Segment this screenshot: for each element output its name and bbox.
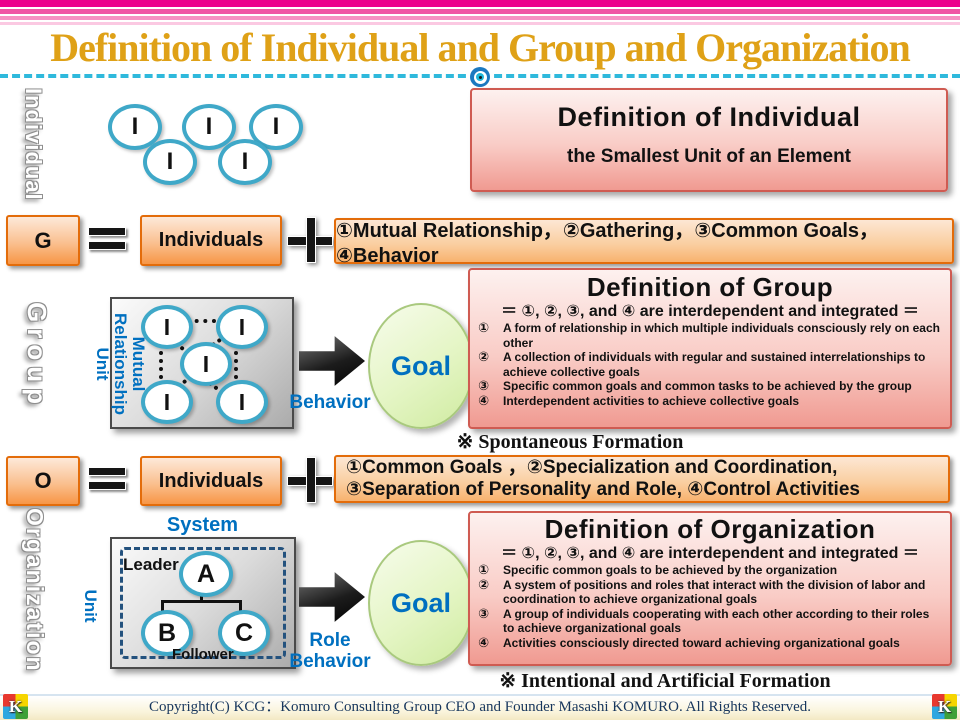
follower-node: C bbox=[218, 610, 270, 656]
target-icon bbox=[470, 67, 490, 87]
page-title: Definition of Individual and Group and O… bbox=[50, 25, 911, 70]
group-components-box: ①Mutual Relationship，②Gathering，③Common … bbox=[334, 218, 954, 267]
organization-definition-item: ① Specific common goals to be achieved b… bbox=[478, 562, 838, 577]
equals-icon bbox=[88, 467, 126, 490]
behavior-label: Behavior bbox=[289, 392, 371, 413]
organization-definition-item: ② A system of positions and roles that i… bbox=[478, 576, 926, 606]
individual-letter: I bbox=[272, 113, 280, 140]
individual-circle: I bbox=[249, 104, 303, 150]
group-definition-item: ② A collection of individuals with regul… bbox=[478, 349, 926, 379]
individual-definition-title: Definition of Individual bbox=[557, 102, 861, 132]
org-tree-line bbox=[161, 600, 242, 603]
organization-definition-item: ④ Activities consciously directed toward… bbox=[478, 634, 900, 650]
org-components-box: ①Common Goals ，②Specialization and Coord… bbox=[334, 455, 950, 503]
organization-definition-title: Definition of Organization bbox=[544, 514, 876, 544]
individual-letter: I bbox=[241, 148, 249, 175]
mutual-relationship-unit-label: Mutual Relationship Unit bbox=[93, 312, 148, 415]
header-stripes bbox=[0, 0, 960, 26]
g-box: G bbox=[6, 215, 80, 266]
leader-label: Leader bbox=[123, 555, 179, 574]
individuals-box: Individuals bbox=[140, 456, 282, 506]
group-definition-card: Definition of Group ＝ ①, ②, ③, and ④ are… bbox=[468, 268, 952, 429]
group-member-circle: I bbox=[141, 305, 193, 349]
follower-node: B bbox=[141, 610, 193, 656]
system-label: System bbox=[166, 514, 239, 536]
target-icon-inner bbox=[476, 73, 484, 81]
individual-letter: I bbox=[205, 113, 213, 140]
individuals-box: Individuals bbox=[140, 215, 282, 266]
group-definition-subtitle: ＝ ①, ②, ③, and ④ are interdependent and … bbox=[501, 303, 919, 320]
group-definition-item: ① A form of relationship in which multip… bbox=[478, 320, 940, 350]
leader-node: A bbox=[179, 551, 233, 597]
group-member-circle: I bbox=[141, 380, 193, 424]
group-definition-item: ④ Interdependent activities to achieve c… bbox=[478, 392, 800, 408]
target-icon-ring bbox=[473, 70, 487, 84]
organization-section-label: Organization bbox=[22, 508, 48, 673]
role-behavior-label: Role Behavior bbox=[289, 630, 371, 672]
individual-definition-card: Definition of Individual the Smallest Un… bbox=[470, 88, 948, 192]
copyright-text: Copyright(C) KCG：Komuro Consulting Group… bbox=[148, 699, 812, 715]
target-icon-dot bbox=[478, 75, 482, 79]
group-goal-ellipse: Goal bbox=[368, 303, 474, 429]
dotted-link bbox=[159, 343, 163, 379]
kcg-logo-icon: K bbox=[3, 694, 28, 719]
individual-definition-subtitle: the Smallest Unit of an Element bbox=[567, 146, 851, 167]
org-tree-line bbox=[161, 600, 164, 613]
dotted-link bbox=[186, 319, 216, 323]
group-member-circle: I bbox=[180, 342, 232, 386]
individual-letter: I bbox=[166, 148, 174, 175]
unit-label: Unit bbox=[81, 589, 100, 623]
individual-section-label: Individual bbox=[21, 88, 46, 201]
group-member-circle: I bbox=[216, 305, 268, 349]
o-box: O bbox=[6, 456, 80, 506]
spontaneous-formation-note: ※ Spontaneous Formation bbox=[456, 431, 684, 453]
group-member-circle: I bbox=[216, 380, 268, 424]
plus-icon bbox=[287, 217, 333, 263]
behavior-arrow-icon bbox=[299, 336, 365, 386]
individual-circle: I bbox=[218, 139, 272, 185]
individual-letter: I bbox=[131, 113, 139, 140]
footer-bar bbox=[0, 694, 960, 720]
system-dashed-boundary bbox=[120, 547, 286, 659]
group-definition-title: Definition of Group bbox=[586, 272, 834, 302]
individual-circle: I bbox=[182, 104, 236, 150]
organization-definition-subtitle: ＝ ①, ②, ③, and ④ are interdependent and … bbox=[501, 545, 919, 562]
org-tree-line bbox=[239, 600, 242, 613]
organization-goal-ellipse: Goal bbox=[368, 540, 474, 666]
equals-icon bbox=[88, 227, 126, 250]
individual-circle: I bbox=[143, 139, 197, 185]
kcg-logo-icon: K bbox=[932, 694, 957, 719]
individual-circle: I bbox=[108, 104, 162, 150]
organization-definition-card: Definition of Organization ＝ ①, ②, ③, an… bbox=[468, 511, 952, 666]
organization-definition-item: ③ A group of individuals cooperating wit… bbox=[478, 605, 930, 635]
dotted-link bbox=[234, 343, 238, 379]
plus-icon bbox=[287, 457, 333, 503]
group-section-label: Group bbox=[22, 302, 52, 410]
intentional-formation-note: ※ Intentional and Artificial Formation bbox=[499, 670, 831, 692]
group-definition-item: ③ Specific common goals and common tasks… bbox=[478, 378, 912, 393]
follower-label: Follower bbox=[172, 646, 234, 663]
role-behavior-arrow-icon bbox=[299, 572, 365, 622]
